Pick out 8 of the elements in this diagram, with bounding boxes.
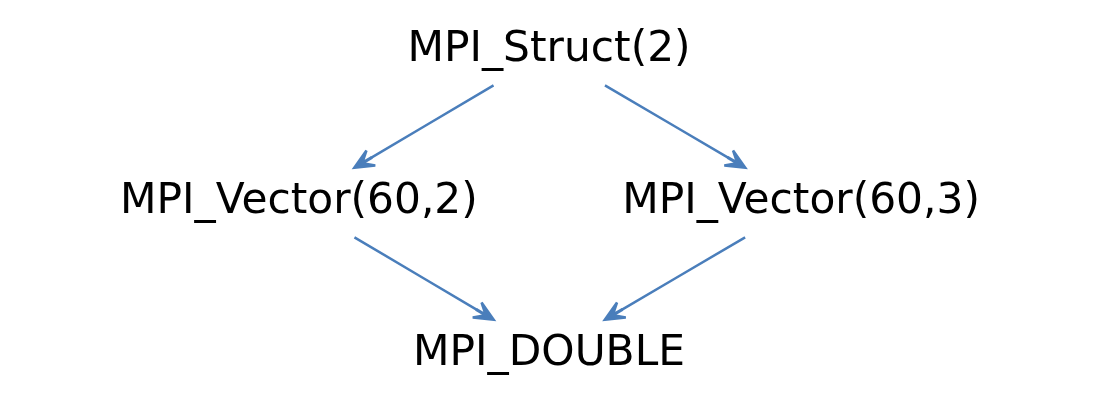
node-text: MPI_Vector(60,2) [120,174,478,224]
arrow [604,84,747,170]
arrow [353,84,495,170]
arrow [603,236,746,321]
arrow [353,236,495,321]
node-text: MPI_Vector(60,3) [622,174,980,224]
node-text: MPI_DOUBLE [413,326,685,376]
node-text: MPI_Struct(2) [407,22,691,72]
